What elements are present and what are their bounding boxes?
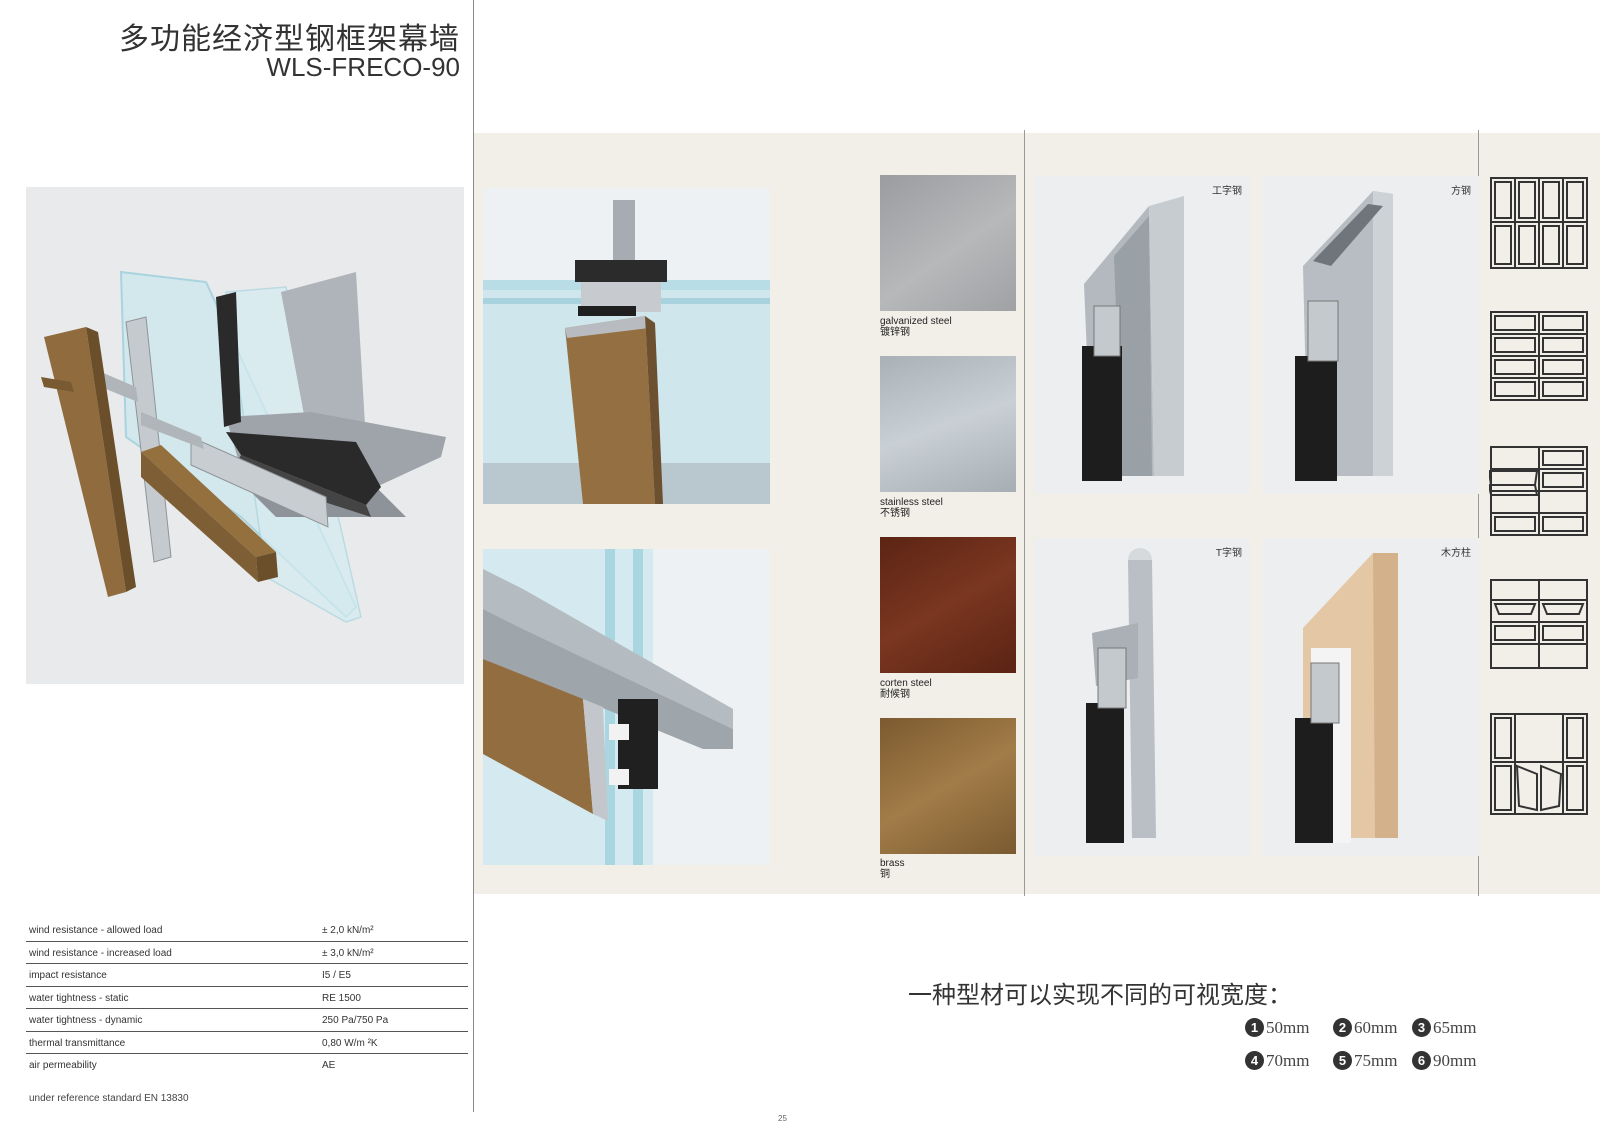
- window-layout-icon: [1487, 445, 1589, 542]
- spec-value: 250 Pa/750 Pa: [322, 1015, 389, 1026]
- swatch-stainless-steel: [880, 356, 1016, 492]
- page-number: 25: [778, 1114, 787, 1121]
- mullion-detail-render: [483, 188, 770, 504]
- window-layout-icon: [1489, 310, 1589, 407]
- window-layout-icon: [1489, 712, 1589, 821]
- spec-row: impact resistance I5 / E5: [26, 964, 468, 987]
- profile-i-beam: 工字钢: [1034, 176, 1250, 494]
- spec-label: water tightness - dynamic: [29, 1015, 143, 1026]
- window-layout-icon: [1489, 578, 1589, 675]
- option-number-badge: 5: [1333, 1051, 1352, 1070]
- spec-value: RE 1500: [322, 992, 361, 1004]
- spec-table: wind resistance - allowed load ± 2,0 kN/…: [26, 919, 468, 1077]
- page-divider: [473, 0, 474, 1112]
- spec-standard-note: under reference standard EN 13830: [29, 1093, 189, 1104]
- spec-value: I5 / E5: [322, 970, 351, 981]
- spec-label: thermal transmittance: [29, 1037, 126, 1049]
- panel-divider: [1024, 130, 1025, 896]
- swatch-label: corten steel 耐候钢: [880, 678, 932, 700]
- spec-value: ± 3,0 kN/m²: [322, 947, 374, 959]
- page-title-cn: 多功能经济型钢框架幕墙: [119, 22, 460, 57]
- swatch-label: brass 铜: [880, 858, 905, 880]
- profile-rhs-steel: 方钢: [1263, 176, 1479, 494]
- swatch-brass: [880, 718, 1016, 854]
- option-number-badge: 2: [1333, 1018, 1352, 1037]
- spec-label: wind resistance - allowed load: [29, 925, 163, 936]
- spec-value: ± 2,0 kN/m²: [322, 925, 374, 936]
- facade-exploded-render: [26, 187, 464, 684]
- swatch-galvanized-steel: [880, 175, 1016, 311]
- transom-detail-render: [483, 549, 770, 865]
- option-number-badge: 3: [1412, 1018, 1431, 1037]
- page-title-en: WLS-FRECO-90: [266, 52, 460, 82]
- option-number-badge: 6: [1412, 1051, 1431, 1070]
- option-number-badge: 1: [1245, 1018, 1264, 1037]
- spec-label: water tightness - static: [29, 992, 129, 1004]
- spec-row: air permeability AE: [26, 1054, 468, 1077]
- window-layout-icon: [1489, 176, 1589, 275]
- visible-width-heading: 一种型材可以实现不同的可视宽度：: [908, 981, 1292, 1009]
- spec-value: 0,80 W/m ²K: [322, 1037, 378, 1049]
- spec-value: AE: [322, 1060, 336, 1071]
- spec-row: water tightness - static RE 1500: [26, 987, 468, 1009]
- swatch-corten-steel: [880, 537, 1016, 673]
- spec-row: wind resistance - allowed load ± 2,0 kN/…: [26, 919, 468, 942]
- spec-row: wind resistance - increased load ± 3,0 k…: [26, 942, 468, 964]
- option-number-badge: 4: [1245, 1051, 1264, 1070]
- profile-t-steel: T字钢: [1034, 538, 1250, 856]
- spec-label: impact resistance: [29, 970, 107, 981]
- spec-row: thermal transmittance 0,80 W/m ²K: [26, 1032, 468, 1054]
- profile-timber-post: 木方柱: [1263, 538, 1479, 856]
- spec-row: water tightness - dynamic 250 Pa/750 Pa: [26, 1009, 468, 1032]
- panel-divider: [1478, 130, 1479, 896]
- swatch-label: galvanized steel 镀锌钢: [880, 316, 952, 338]
- spec-label: wind resistance - increased load: [29, 947, 172, 959]
- spec-label: air permeability: [29, 1060, 97, 1071]
- swatch-label: stainless steel 不锈钢: [880, 497, 943, 519]
